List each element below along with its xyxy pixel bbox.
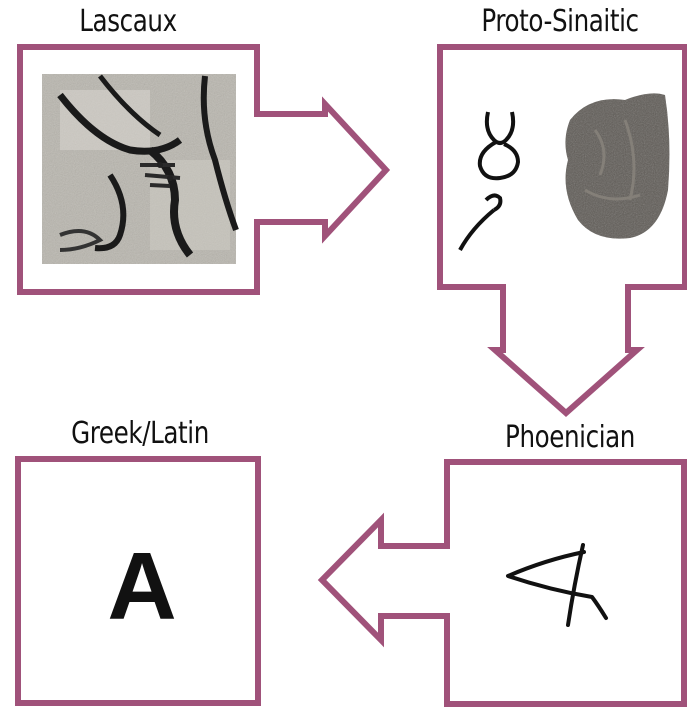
inscribed-stone-image	[565, 93, 669, 238]
lascaux-cave-painting-image	[42, 74, 236, 264]
phoenician-frame	[322, 462, 684, 704]
greek-latin-glyph: A	[107, 533, 176, 640]
